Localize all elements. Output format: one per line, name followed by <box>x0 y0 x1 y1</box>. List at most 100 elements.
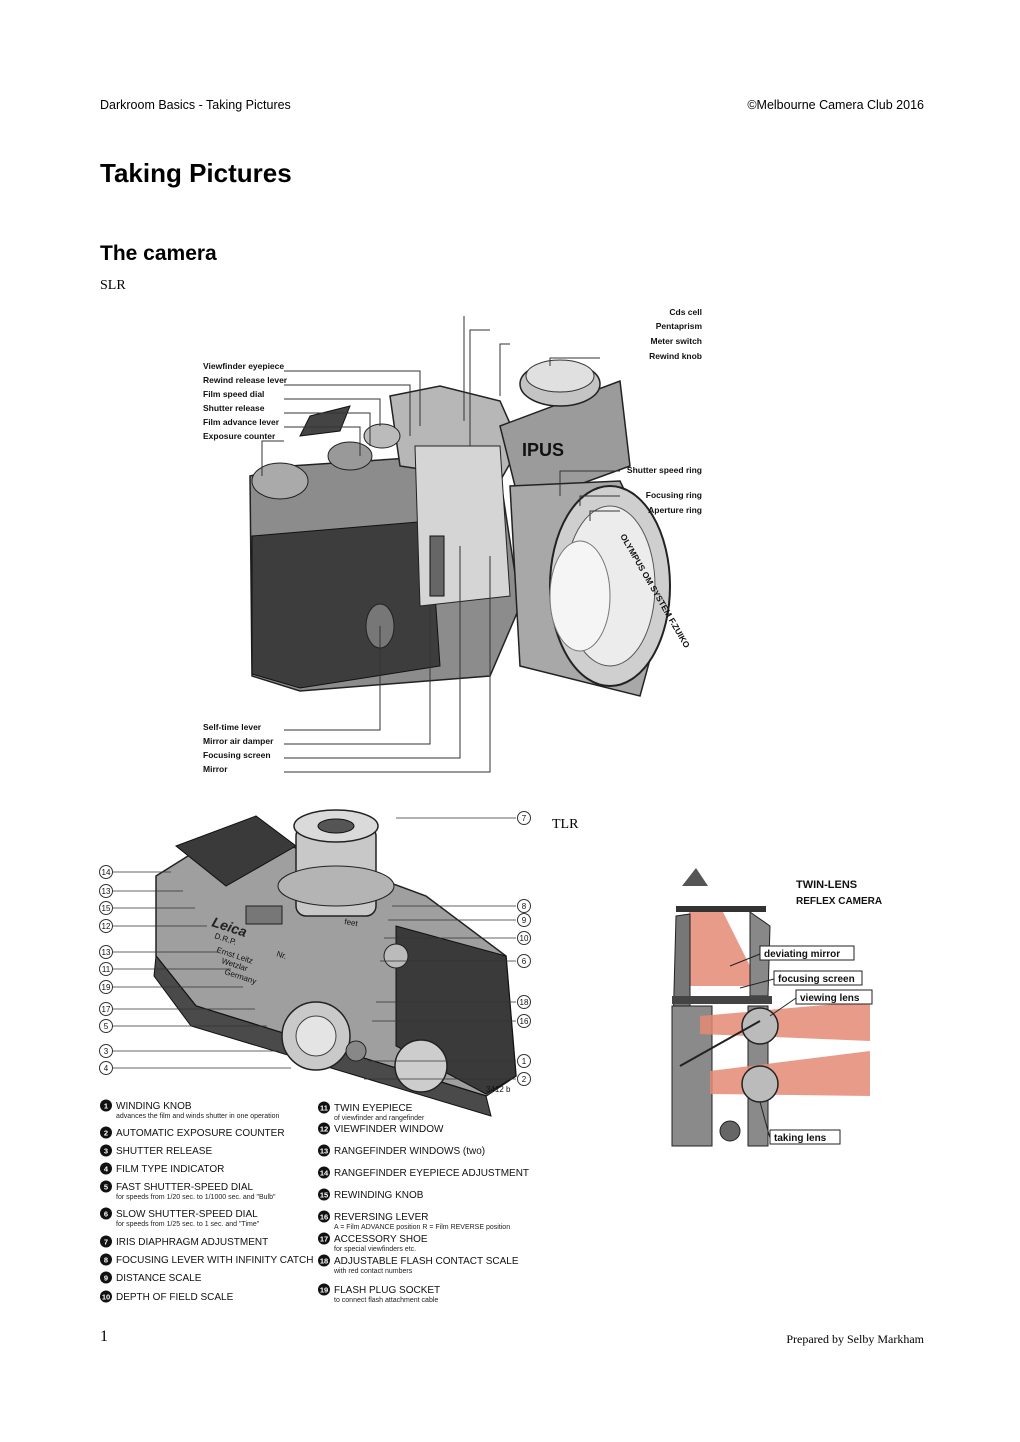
legend-number: 5 <box>104 1183 108 1192</box>
tlr-label-deviating-mirror: deviating mirror <box>764 949 840 960</box>
slr-left-labels: Viewfinder eyepiece Rewind release lever… <box>203 361 288 774</box>
legend-number-badge <box>100 1099 112 1112</box>
leica-callout-number: 5 <box>104 1022 109 1031</box>
header-left: Darkroom Basics - Taking Pictures <box>100 98 291 112</box>
slr-brand-text: IPUS <box>522 440 564 460</box>
leica-callout-circle <box>99 1019 113 1033</box>
legend-number-badge <box>100 1207 112 1220</box>
legend-number: 18 <box>320 1257 328 1266</box>
legend-number-badge <box>318 1101 330 1114</box>
slr-label-meter-switch: Meter switch <box>651 336 703 346</box>
legend-label: FLASH PLUG SOCKET <box>334 1285 440 1296</box>
legend-label: IRIS DIAPHRAGM ADJUSTMENT <box>116 1237 268 1248</box>
legend-number: 2 <box>104 1129 108 1138</box>
page-title: Taking Pictures <box>100 158 292 188</box>
leica-callout-circle <box>99 901 113 915</box>
legend-number: 13 <box>320 1147 328 1156</box>
leica-callout-circle <box>517 811 531 825</box>
legend-number: 17 <box>320 1235 328 1244</box>
tlr-label-viewing-lens: viewing lens <box>800 993 860 1004</box>
legend-sublabel: to connect flash attachment cable <box>334 1297 438 1304</box>
legend-sublabel: for speeds from 1/20 sec. to 1/1000 sec.… <box>116 1194 276 1201</box>
slr-cutaway-figure: OLYMPUS OM SYSTEM F.ZUIKO IPUS Viewfinde… <box>200 306 708 782</box>
legend-number: 16 <box>320 1213 328 1222</box>
legend-number: 10 <box>102 1293 110 1302</box>
legend-number-badge <box>318 1210 330 1223</box>
legend-number-badge <box>100 1162 112 1175</box>
leica-callout-circle <box>99 919 113 933</box>
legend-label: RANGEFINDER EYEPIECE ADJUSTMENT <box>334 1168 529 1179</box>
tlr-label: TLR <box>552 817 579 832</box>
slr-right-labels: Cds cell Pentaprism Meter switch Rewind … <box>627 307 703 515</box>
tlr-title-line1: TWIN-LENS <box>796 879 857 891</box>
leica-callout-circle <box>517 913 531 927</box>
leica-feet-text: feet <box>344 917 359 928</box>
leica-callout-number: 15 <box>102 904 111 913</box>
slr-label-rewind-release-lever: Rewind release lever <box>203 375 288 385</box>
legend-label: FOCUSING LEVER WITH INFINITY CATCH <box>116 1255 313 1266</box>
legend-number: 11 <box>320 1104 328 1113</box>
legend-label: REWINDING KNOB <box>334 1190 424 1201</box>
legend-number-badge <box>318 1283 330 1296</box>
leica-callout-circle <box>517 1054 531 1068</box>
leica-callout-number: 8 <box>522 902 527 911</box>
slr-label-shutter-speed-ring: Shutter speed ring <box>627 465 702 475</box>
leica-callout-circle <box>99 1002 113 1016</box>
leica-figure-code: 3412 b <box>486 1085 511 1094</box>
legend-number: 15 <box>320 1191 328 1200</box>
legend-label: SHUTTER RELEASE <box>116 1146 212 1157</box>
leica-callout-circle <box>517 1014 531 1028</box>
slr-label-viewfinder-eyepiece: Viewfinder eyepiece <box>203 361 284 371</box>
slr-label-aperture-ring: Aperture ring <box>648 505 702 515</box>
slr-label-cds-cell: Cds cell <box>669 307 702 317</box>
slr-label-shutter-release: Shutter release <box>203 403 265 413</box>
leica-callout-number: 19 <box>102 983 111 992</box>
leica-callout-circle <box>517 899 531 913</box>
leica-callout-number: 10 <box>520 934 529 943</box>
leica-callout-number: 17 <box>102 1005 111 1014</box>
slr-label-mirror-air-damper: Mirror air damper <box>203 736 274 746</box>
leica-callout-circle <box>517 995 531 1009</box>
tlr-title: TWIN-LENS REFLEX CAMERA <box>796 879 882 907</box>
leica-callout-number: 4 <box>104 1064 109 1073</box>
slr-label-mirror: Mirror <box>203 764 228 774</box>
leica-callout-circle <box>99 865 113 879</box>
legend-label: RANGEFINDER WINDOWS (two) <box>334 1146 485 1157</box>
leica-callout-number: 2 <box>522 1075 527 1084</box>
leica-figure: Leica D.R.P. Ernst Leitz Wetzlar Germany… <box>96 806 546 1310</box>
tlr-title-line2: REFLEX CAMERA <box>796 896 882 907</box>
legend-number: 12 <box>320 1125 328 1134</box>
legend-number: 7 <box>104 1238 108 1247</box>
header-right: ©Melbourne Camera Club 2016 <box>747 98 924 112</box>
legend-number-badge <box>100 1144 112 1157</box>
legend-label: TWIN EYEPIECE <box>334 1103 413 1114</box>
leica-callout-number: 11 <box>102 965 111 974</box>
slr-label-focusing-ring: Focusing ring <box>646 490 702 500</box>
legend-number-badge <box>318 1232 330 1245</box>
leica-callout-circle <box>99 980 113 994</box>
legend-number-badge <box>100 1180 112 1193</box>
leica-serial-text: Nr. <box>275 949 288 961</box>
legend-number: 3 <box>104 1147 108 1156</box>
legend-number: 1 <box>104 1102 108 1111</box>
legend-number-badge <box>100 1253 112 1266</box>
legend-number-badge <box>100 1126 112 1139</box>
tlr-label-taking-lens: taking lens <box>774 1133 827 1144</box>
legend-label: SLOW SHUTTER-SPEED DIAL <box>116 1209 258 1220</box>
leica-callout-circle <box>99 1044 113 1058</box>
legend-label: REVERSING LEVER <box>334 1212 428 1223</box>
slr-camera-body <box>249 359 631 692</box>
legend-label: FAST SHUTTER-SPEED DIAL <box>116 1182 254 1193</box>
legend-sublabel: for speeds from 1/25 sec. to 1 sec. and … <box>116 1221 260 1228</box>
leica-callout-number: 12 <box>102 922 111 931</box>
leica-camera-body: Leica D.R.P. Ernst Leitz Wetzlar Germany… <box>153 809 517 1117</box>
leica-callout-number: 16 <box>520 1017 529 1026</box>
legend-number: 6 <box>104 1210 108 1219</box>
legend-sublabel: with red contact numbers <box>333 1268 413 1275</box>
legend-number: 4 <box>104 1165 109 1174</box>
footer-credit: Prepared by Selby Markham <box>786 1332 924 1346</box>
legend-label: DISTANCE SCALE <box>116 1273 202 1284</box>
leica-callout-circle <box>99 962 113 976</box>
